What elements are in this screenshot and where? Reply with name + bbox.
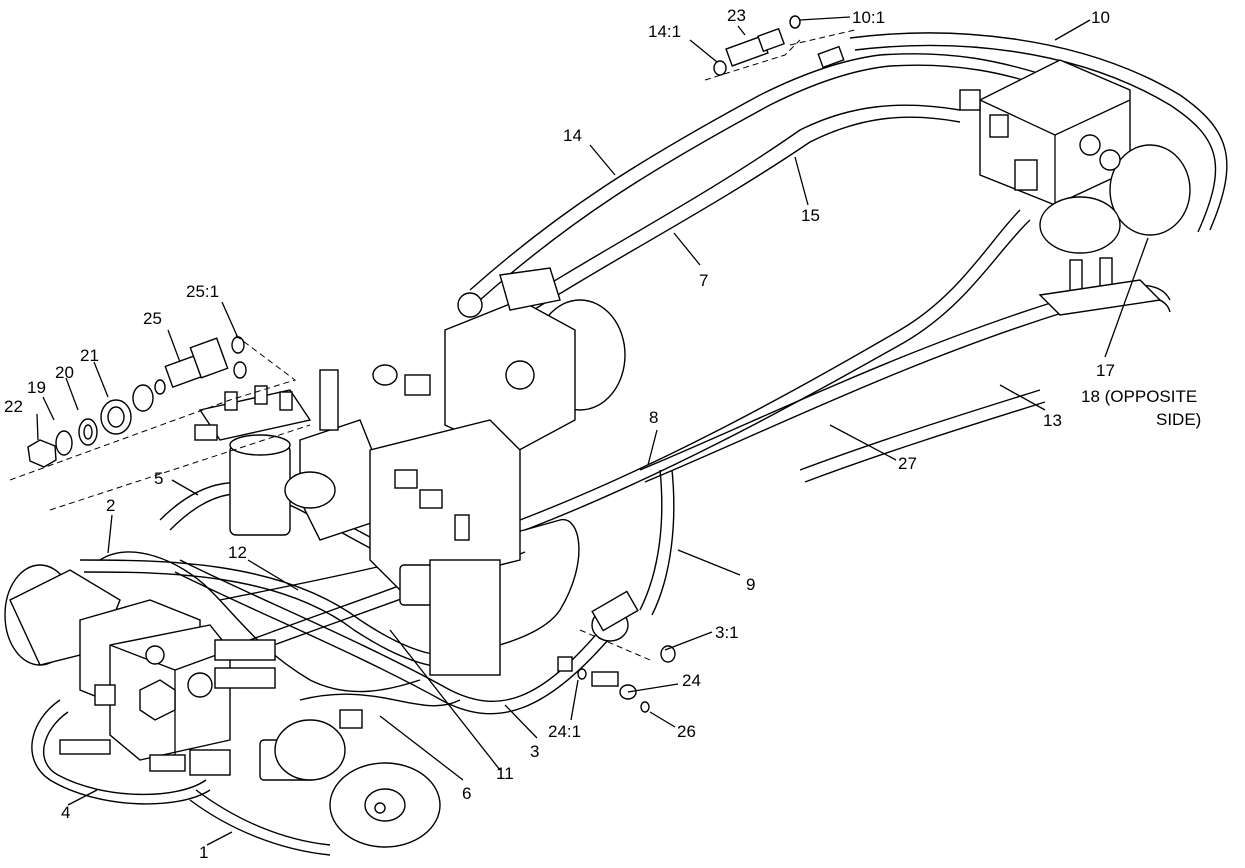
callout-19: 19	[27, 378, 46, 397]
callout-6: 6	[462, 784, 471, 803]
callout-9: 9	[746, 575, 755, 594]
callout-11: 11	[496, 764, 514, 783]
callout-17: 17	[1096, 361, 1115, 380]
callout-22: 22	[4, 397, 23, 416]
callout-labels: 1 2 3 3:1 4 5 6 7 8 9 10 10:1 11 12 13 1…	[4, 6, 1201, 862]
center-pump-assembly	[444, 267, 626, 471]
callout-25: 25	[143, 309, 162, 328]
exploded-fitting-parts-left	[9, 334, 311, 511]
callout-8: 8	[649, 408, 658, 427]
callout-26: 26	[677, 722, 696, 741]
callout-18-line1: 18 (OPPOSITE	[1081, 387, 1197, 406]
callout-14-1: 14:1	[648, 22, 681, 41]
callout-18-line2: SIDE)	[1156, 410, 1201, 429]
callout-2: 2	[106, 496, 115, 515]
callout-5: 5	[154, 469, 163, 488]
callout-4: 4	[61, 803, 70, 822]
callout-12: 12	[228, 543, 247, 562]
callout-14: 14	[563, 126, 582, 145]
callout-10: 10	[1091, 8, 1110, 27]
callout-3-1: 3:1	[715, 623, 739, 642]
callout-13: 13	[1043, 411, 1062, 430]
leader-lines	[36, 16, 1149, 846]
rear-valve-block	[959, 59, 1191, 316]
callout-3: 3	[530, 742, 539, 761]
callout-24-1: 24:1	[548, 722, 581, 741]
callout-24: 24	[682, 671, 701, 690]
callout-20: 20	[55, 363, 74, 382]
callout-25-1: 25:1	[186, 282, 219, 301]
callout-27: 27	[898, 454, 917, 473]
callout-1: 1	[199, 843, 208, 862]
exploded-fitting-parts-top	[704, 15, 856, 81]
callout-7: 7	[699, 271, 708, 290]
front-pump-and-motors	[4, 564, 441, 848]
callout-10-1: 10:1	[852, 8, 885, 27]
callout-15: 15	[801, 206, 820, 225]
filter-and-manifold	[194, 364, 521, 676]
callout-21: 21	[80, 346, 99, 365]
exploded-fitting-parts-lower	[557, 590, 676, 713]
callout-23: 23	[727, 6, 746, 25]
